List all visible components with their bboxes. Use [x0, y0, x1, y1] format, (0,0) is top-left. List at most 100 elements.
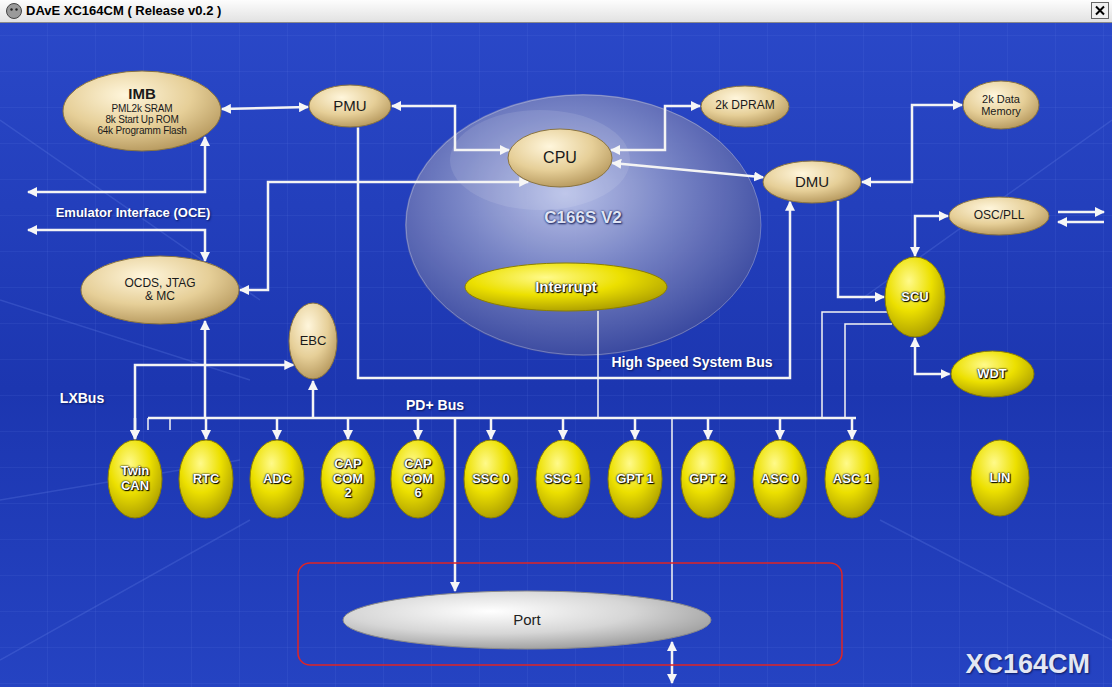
bus-drop [851, 418, 854, 439]
node-label: SSC 1 [544, 472, 582, 487]
peripheral-ellipse: SSC 0 [463, 439, 519, 519]
grid-pattern [0, 22, 1112, 687]
bus-connector [862, 105, 962, 182]
icon-face [7, 4, 22, 19]
node-detail: 64k Programm Flash [97, 125, 186, 136]
node-label: GPT 1 [616, 472, 654, 487]
node-shape [406, 95, 761, 355]
node-label: IMB [97, 86, 186, 103]
node-label: Twin CAN [121, 464, 150, 493]
close-box [1092, 3, 1109, 19]
module-ellipse: PMU [308, 84, 392, 128]
node-label: WDT [977, 367, 1007, 382]
node-shape [825, 440, 879, 518]
bus-drop [707, 418, 710, 439]
node-text-group: DMU [795, 174, 829, 191]
node-shape [250, 440, 304, 518]
node-text-group: SSC 0 [472, 472, 510, 487]
node-label: CAP COM 2 [333, 457, 363, 501]
peripheral-ellipse: Interrupt [464, 262, 668, 312]
node-label: RTC [193, 472, 220, 487]
node-label: Port [513, 612, 541, 629]
peripheral-ellipse: SSC 1 [535, 439, 591, 519]
node-label: ADC [263, 472, 291, 487]
peripheral-ellipse: Twin CAN [107, 439, 163, 519]
node-text-group: GPT 2 [689, 472, 727, 487]
bus-connector [838, 201, 884, 297]
node-text-group: ASC 0 [761, 472, 799, 487]
node-shape [391, 440, 445, 518]
emulator-wire [28, 230, 205, 261]
node-shape [971, 440, 1029, 516]
clock-wire [1058, 211, 1104, 214]
window-titlebar: DAvE XC164CM ( Release v0.2 ) [0, 0, 1112, 23]
node-label: 2k DPRAM [715, 99, 774, 112]
bus-drop [205, 418, 208, 439]
window-title-text: DAvE XC164CM ( Release v0.2 ) [26, 3, 221, 18]
node-detail: 8k Start Up ROM [97, 114, 186, 125]
bus-label: PD+ Bus [406, 397, 464, 413]
bus-connector [222, 107, 308, 109]
connectors [135, 105, 962, 439]
node-label: ASC 1 [833, 472, 871, 487]
node-label: SCU [901, 290, 928, 305]
module-ellipse: 2k Data Memory [962, 80, 1040, 130]
node-label: Interrupt [535, 279, 597, 296]
scu-bus-wire [845, 324, 892, 418]
node-label: SSC 0 [472, 472, 510, 487]
module-ellipse: OSC/PLL [948, 196, 1050, 236]
node-text-group: Interrupt [535, 279, 597, 296]
static-wires [28, 137, 1104, 683]
peripheral-ellipse: GPT 2 [680, 439, 736, 519]
module-ellipse: DMU [762, 160, 862, 204]
bus-drop [634, 418, 637, 439]
node-text-group: 2k DPRAM [715, 99, 774, 112]
node-label: C166S V2 [544, 208, 622, 227]
peripheral-ellipse: RTC [178, 439, 234, 519]
node-label: EBC [300, 334, 327, 349]
peripheral-ellipse: WDT [950, 350, 1035, 398]
node-text-group: WDT [977, 367, 1007, 382]
peripheral-ellipse: CAP COM 6 [390, 439, 446, 519]
node-text-group: EBC [300, 334, 327, 349]
node-shape [343, 591, 711, 649]
node-shape [701, 86, 789, 127]
node-text-group: RTC [193, 472, 220, 487]
pd-bus-line [148, 417, 856, 420]
bus-stub [148, 418, 170, 430]
module-ellipse: EBC [288, 302, 338, 380]
app-icon [4, 1, 24, 21]
bus-connector [915, 338, 950, 374]
node-label: 2k Data Memory [978, 93, 1024, 118]
port-wire [671, 418, 673, 600]
node-shape [179, 440, 233, 518]
node-shape [608, 440, 662, 518]
node-text-group: CAP COM 6 [403, 457, 433, 501]
bus-drop [276, 418, 279, 439]
node-label: OSC/PLL [974, 209, 1025, 222]
node-label: CPU [543, 149, 577, 167]
node-text-group: Port [513, 612, 541, 629]
node-text-group: ADC [263, 472, 291, 487]
bus-drop [779, 418, 782, 439]
node-label: PMU [333, 98, 366, 115]
ocds-bus-wire [204, 321, 207, 418]
window-title: DAvE XC164CM ( Release v0.2 ) [26, 3, 221, 18]
bus-drop [562, 418, 565, 439]
port-pin-wire [671, 642, 674, 683]
node-shape [951, 351, 1034, 397]
node-label: DMU [795, 174, 829, 191]
node-shape [81, 256, 239, 324]
icon-eye [15, 8, 17, 10]
chip-name: XC164CM [965, 649, 1090, 680]
bus-drop [490, 418, 493, 439]
core-sphere: C166S V2 CPU Interrupt [405, 94, 762, 356]
port-ellipse: Port [342, 590, 712, 650]
bus-label: Emulator Interface (OCE) [56, 205, 211, 220]
node-text-group: C166S V2 [544, 208, 622, 227]
peripheral-ellipse: ASC 1 [824, 439, 880, 519]
node-label: CAP COM 6 [403, 457, 433, 501]
peripheral-ellipse: ADC [249, 439, 305, 519]
node-text-group: ASC 1 [833, 472, 871, 487]
ebc-bus-wire [312, 381, 315, 418]
